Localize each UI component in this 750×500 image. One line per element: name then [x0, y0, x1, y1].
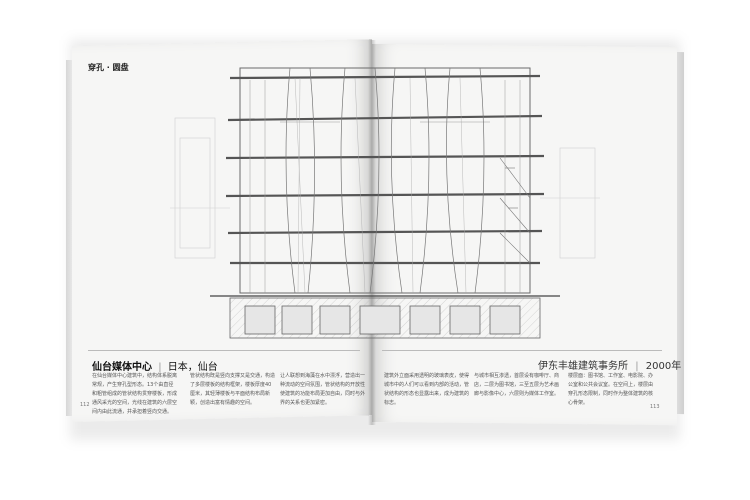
body-text-col6: 楼层面：图书馆、工作室、电影院、办公室和公共会议室。在空间上，楼层由穿孔形态限制… [568, 373, 654, 406]
body-text-col1: 在仙台媒体中心建筑中，结构体系脱离常规，产生穿孔型形态。13个由直径和粗管组成的… [92, 373, 178, 415]
project-year: 2000年 [645, 361, 682, 372]
page-number-left: 112 [80, 402, 90, 408]
project-title: 仙台媒体中心 | 日本，仙台 [92, 362, 218, 373]
section-label: 穿孔 · 圆盘 [88, 63, 129, 72]
body-text-col3: 让人联想到海藻在水中漂浮，营造出一种流动的空间氛围，管状结构的开放性使建筑的功能… [280, 373, 366, 406]
right-divider [382, 350, 662, 351]
left-divider [88, 350, 360, 351]
page-number-right: 113 [650, 404, 660, 410]
project-credit: 伊东丰雄建筑事务所 | 2000年 [538, 361, 682, 372]
project-name: 仙台媒体中心 [92, 362, 152, 373]
body-text-col4: 建筑外立面采用透明的玻璃表皮，使得城市中的人们可以看到内部的活动，管状结构的形态… [384, 373, 470, 406]
left-page-edge [66, 60, 74, 416]
body-text-col2: 管状结构既是竖向支撑又是交通，构造了多层楼板的结构框架，楼板厚度40厘米，其轻薄… [190, 373, 276, 406]
body-text-col5: 与城市相互渗透，首层设有咖啡厅、商店，二层为图书馆，三至五层为艺术画廊与影像中心… [474, 373, 560, 397]
project-architect: 伊东丰雄建筑事务所 [538, 361, 628, 372]
building-section-drawing [170, 67, 600, 339]
project-location: 日本，仙台 [167, 362, 218, 373]
